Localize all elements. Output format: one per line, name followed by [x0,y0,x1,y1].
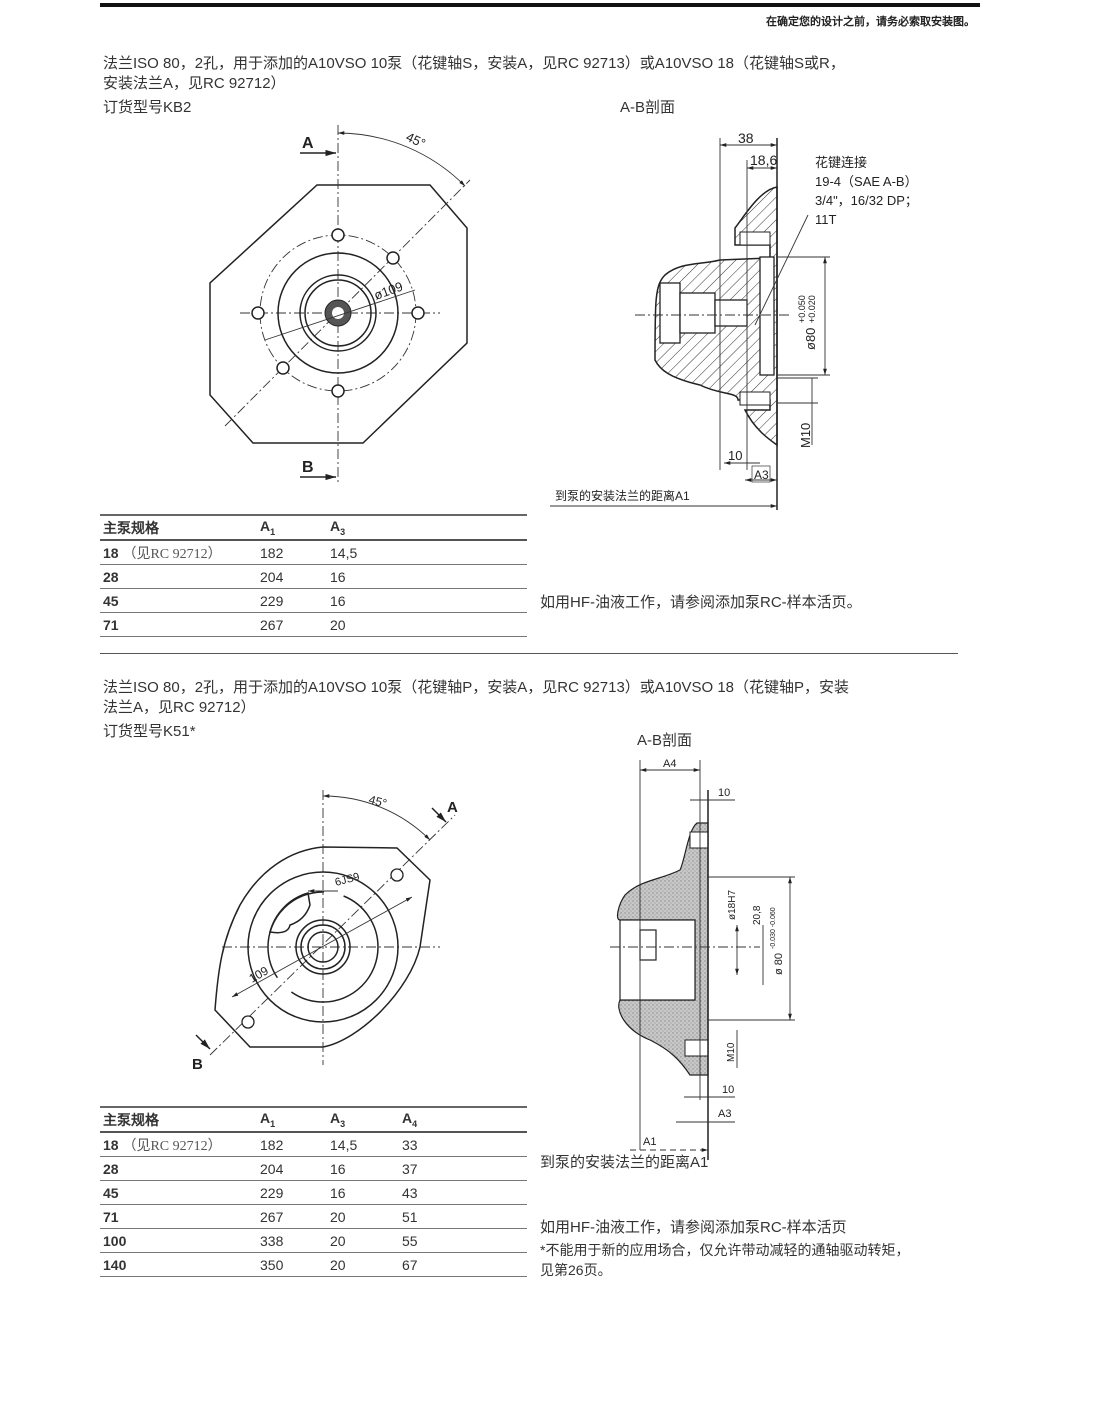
header-note: 在确定您的设计之前，请务必索取安装图。 [766,16,975,28]
dim-d18: ø18H7 [727,890,738,920]
section2-order-code: 订货型号K51* [103,723,196,740]
col-a3: A3 [327,515,527,541]
front-view-2: 109 6JS9 45° A B [192,790,458,1073]
section-view-2: A4 10 ø18H7 20,8 ø 80 -0.030 -0.060 M10 … [610,758,795,1160]
dim-10-bottom: 10 [722,1084,734,1096]
section-divider [100,653,958,654]
dim-a4: A4 [663,758,676,770]
section2-distance-label: 到泵的安装法兰的距离A1 [540,1154,709,1171]
table-header: 主泵规格 A1 A3 A4 [100,1107,527,1133]
dim-d80: ø80 [803,328,818,350]
dim-109: 109 [247,963,272,985]
tol-upper: +0.050 [797,295,807,323]
dim-d80: ø 80 [773,953,785,975]
spline-spec-1: 19-4（SAE A-B） [815,174,918,189]
section2-hf-note: 如用HF-油液工作，请参阅添加泵RC-样本活页 [540,1219,847,1236]
section-view-1: 38 18,6 花键连接 19-4（SAE A-B） 3/4"，16/32 DP… [550,130,918,510]
col-a1: A1 [257,515,327,541]
section2-title-line2: 法兰A，见RC 92712） [103,699,256,716]
col-size: 主泵规格 [100,515,257,541]
section-marker-a: A [302,135,314,152]
key-label: 6JS9 [334,871,361,889]
section2-footnote-line1: *不能用于新的应用场合，仅允许带动减轻的通轴驱动转矩， [540,1242,910,1258]
section1-title-line2: 安装法兰A，见RC 92712） [103,75,286,92]
dim-a3: A3 [754,468,769,482]
angle-label: 45° [404,129,428,151]
col-a1: A1 [257,1107,327,1133]
dim-38: 38 [738,130,754,146]
dim-18-6: 18,6 [750,152,777,168]
tol-lower: +0.020 [807,295,817,323]
section2-footnote-line2: 见第26页。 [540,1262,612,1278]
dim-m10: M10 [726,1042,737,1062]
diameter-label: ø109 [372,279,405,303]
section2-section-label: A-B剖面 [637,732,693,749]
spline-spec-2: 3/4"，16/32 DP； [815,193,918,209]
section-marker-b: B [192,1056,203,1073]
angle-label: 45° [367,792,388,810]
dim-a1: A1 [643,1136,656,1148]
dim-10-top: 10 [718,787,730,799]
front-view-1: ø109 45° A B [209,125,471,485]
dim-10: 10 [728,448,742,463]
table-header: 主泵规格 A1 A3 [100,515,527,541]
spline-spec-3: 11T [815,212,836,227]
dim-a3: A3 [718,1108,731,1120]
section-marker-b: B [302,459,314,476]
distance-label: 到泵的安装法兰的距离A1 [555,488,690,503]
top-rule [100,3,980,7]
section1-section-label: A-B剖面 [620,99,676,116]
section1-title-line1: 法兰ISO 80，2孔，用于添加的A10VSO 10泵（花键轴S，安装A，见RC… [103,55,845,72]
col-a3: A3 [327,1107,399,1133]
dim-m10: M10 [798,423,813,448]
section1-hf-note: 如用HF-油液工作，请参阅添加泵RC-样本活页。 [540,594,862,611]
section-marker-a: A [447,799,458,816]
tol: -0.030 -0.060 [770,907,777,949]
dim-20-8: 20,8 [752,905,763,925]
col-a4: A4 [399,1107,527,1133]
col-size: 主泵规格 [100,1107,257,1133]
spline-title: 花键连接 [815,155,867,170]
section1-order-code: 订货型号KB2 [103,99,192,116]
section2-title-line1: 法兰ISO 80，2孔，用于添加的A10VSO 10泵（花键轴P，安装A，见RC… [103,679,850,696]
